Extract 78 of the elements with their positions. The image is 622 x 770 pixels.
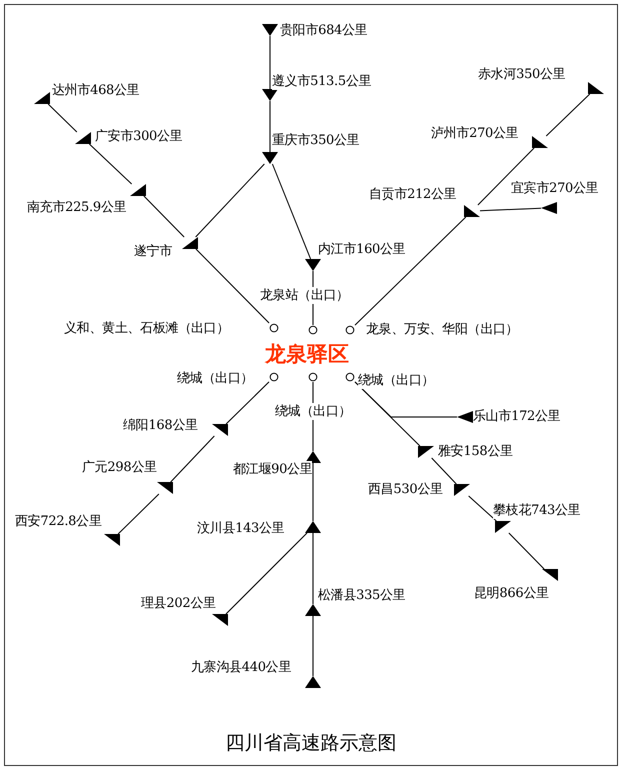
triangle-marker (418, 446, 434, 458)
road-line (272, 164, 312, 260)
exit-circle (345, 372, 355, 382)
exit-circle (269, 372, 279, 382)
city-label: 雅安158公里 (438, 443, 513, 460)
road-line (170, 436, 215, 482)
city-label: 理县202公里 (141, 595, 216, 612)
road-line (195, 164, 265, 238)
road-line (546, 94, 590, 136)
triangle-marker (34, 92, 50, 104)
city-label: 广元298公里 (82, 459, 157, 476)
city-label: 昆明866公里 (474, 585, 549, 602)
road-line (195, 248, 270, 324)
city-label: 广安市300公里 (95, 128, 182, 145)
city-label: 宜宾市270公里 (511, 180, 598, 197)
triangle-marker (588, 82, 604, 94)
triangle-marker (305, 604, 321, 616)
city-label: 重庆市350公里 (272, 132, 360, 149)
triangle-marker (305, 259, 321, 271)
district-label: 龙泉驿区 (265, 342, 349, 366)
road-line (88, 144, 132, 184)
triangle-marker (182, 237, 198, 249)
triangle-marker (262, 89, 278, 101)
road-line (48, 104, 78, 132)
city-label: 汶川县143公里 (197, 520, 284, 537)
road-line (480, 208, 542, 212)
road-line (312, 616, 314, 676)
exit-circle (308, 325, 318, 335)
triangle-marker (157, 482, 173, 494)
city-label: 西安722.8公里 (15, 513, 102, 530)
city-label: 绵阳168公里 (123, 417, 198, 434)
road-line (468, 496, 497, 522)
city-label: 遂宁市 (134, 243, 172, 260)
city-label: 遵义市513.5公里 (272, 73, 372, 90)
triangle-marker (104, 534, 120, 546)
road-line (508, 532, 545, 570)
caption: 四川省高速路示意图 (226, 732, 396, 754)
road-line (226, 381, 270, 424)
road-line (431, 458, 457, 484)
city-label: 松潘县335公里 (318, 587, 406, 604)
road-line (354, 381, 458, 418)
road-line (118, 494, 160, 534)
road-line (312, 532, 314, 604)
city-label: 自贡市212公里 (369, 186, 456, 203)
road-line (226, 532, 308, 614)
road-line (354, 216, 466, 326)
triangle-marker (532, 136, 548, 148)
city-label: 泸州市270公里 (431, 125, 518, 142)
triangle-marker (262, 24, 278, 36)
city-label: 乐山市172公里 (473, 408, 560, 425)
triangle-marker (75, 132, 91, 144)
city-label: 南充市225.9公里 (27, 199, 126, 216)
triangle-marker (262, 152, 278, 164)
triangle-marker (495, 521, 511, 533)
city-label: 贵阳市684公里 (280, 22, 368, 39)
triangle-marker (464, 205, 480, 217)
exit-circle (269, 323, 279, 333)
city-label: 达州市468公里 (52, 82, 140, 99)
city-label: 内江市160公里 (318, 241, 406, 258)
exit-circle (308, 372, 318, 382)
triangle-marker (541, 202, 557, 214)
triangle-marker (305, 521, 321, 533)
city-label: 九寨沟县440公里 (191, 659, 292, 676)
road-line (477, 148, 535, 206)
triangle-marker (454, 484, 470, 496)
triangle-marker (130, 184, 146, 196)
city-label: 攀枝花743公里 (493, 502, 580, 519)
triangle-marker (305, 676, 321, 688)
city-label: 都江堰90公里 (233, 461, 312, 478)
road-line (312, 462, 314, 522)
triangle-marker (542, 569, 558, 581)
city-label: 赤水河350公里 (478, 66, 566, 83)
exit-circle (345, 325, 355, 335)
triangle-marker (457, 411, 473, 423)
city-label: 西昌530公里 (368, 481, 443, 498)
road-line (143, 196, 185, 238)
triangle-marker (212, 424, 228, 436)
triangle-marker (212, 614, 228, 626)
